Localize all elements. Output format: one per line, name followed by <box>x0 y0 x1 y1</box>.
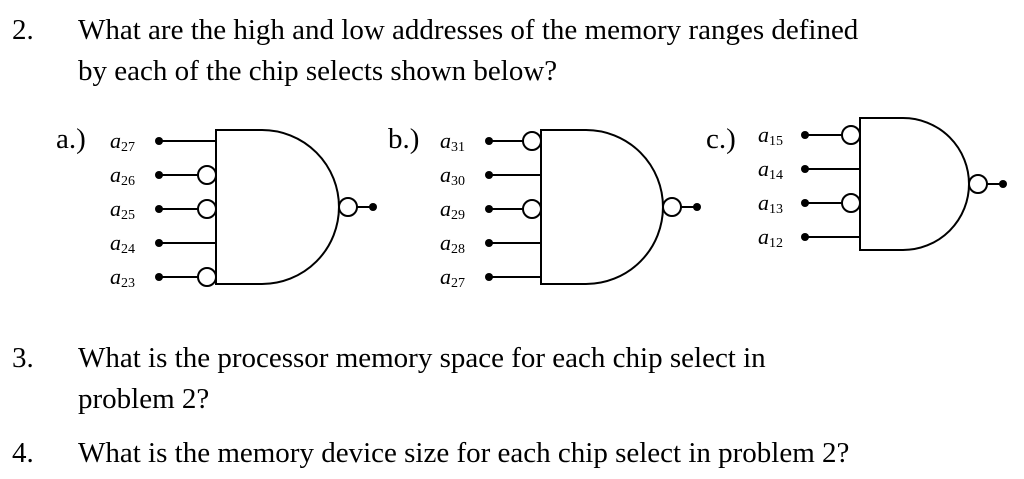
gate-b: b.) a31 a30 a29 a28 a27 <box>388 123 701 291</box>
question-line: What are the high and low addresses of t… <box>78 14 859 46</box>
input-label: a23 <box>110 264 135 291</box>
gate-a: a.) a27 a26 a25 a24 a23 <box>56 123 377 291</box>
question-line: problem 2? <box>78 383 210 415</box>
output-terminal-dot <box>999 180 1007 188</box>
input-label-subscript: 30 <box>451 174 465 189</box>
input-label: a28 <box>440 230 465 257</box>
input-label: a15 <box>758 122 783 149</box>
input-label-subscript: 14 <box>769 168 783 183</box>
input-label: a26 <box>110 162 135 189</box>
input-label-subscript: 12 <box>769 236 783 251</box>
output-terminal-dot <box>693 203 701 211</box>
input-label: a31 <box>440 128 465 155</box>
nand-gate-body <box>540 129 664 285</box>
input-label: a29 <box>440 196 465 223</box>
question-number: 4. <box>12 437 34 469</box>
input-label-subscript: 31 <box>451 140 465 155</box>
gate-c: c.) a15 a14 a13 a12 <box>706 117 1007 251</box>
input-label-subscript: 25 <box>121 208 135 223</box>
input-label: a13 <box>758 190 783 217</box>
input-label: a14 <box>758 156 783 183</box>
part-label: b.) <box>388 123 419 155</box>
input-label: a12 <box>758 224 783 251</box>
question-text: What is the processor memory space for e… <box>78 338 766 420</box>
input-inversion-bubble <box>197 165 217 185</box>
output-inversion-bubble <box>968 174 988 194</box>
output-inversion-bubble <box>338 197 358 217</box>
input-label-subscript: 29 <box>451 208 465 223</box>
question-text: What are the high and low addresses of t… <box>78 10 858 92</box>
input-label-subscript: 27 <box>121 140 135 155</box>
question-text: What is the memory device size for each … <box>78 433 849 474</box>
input-label: a27 <box>440 264 465 291</box>
nand-gate-body <box>859 117 970 251</box>
input-label-subscript: 27 <box>451 276 465 291</box>
input-label-subscript: 15 <box>769 134 783 149</box>
part-label: c.) <box>706 123 736 155</box>
nand-gate-body <box>215 129 340 285</box>
input-label-subscript: 23 <box>121 276 135 291</box>
input-label-subscript: 28 <box>451 242 465 257</box>
input-inversion-bubble <box>841 125 861 145</box>
input-inversion-bubble <box>197 267 217 287</box>
input-label: a24 <box>110 230 135 257</box>
part-label: a.) <box>56 123 86 155</box>
question-line: What is the memory device size for each … <box>78 437 850 469</box>
question-line: What is the processor memory space for e… <box>78 342 766 374</box>
input-label-subscript: 13 <box>769 202 783 217</box>
input-inversion-bubble <box>522 131 542 151</box>
input-inversion-bubble <box>197 199 217 219</box>
input-inversion-bubble <box>841 193 861 213</box>
input-label: a25 <box>110 196 135 223</box>
question-number: 3. <box>12 342 34 374</box>
input-label-subscript: 26 <box>121 174 135 189</box>
input-inversion-bubble <box>522 199 542 219</box>
output-inversion-bubble <box>662 197 682 217</box>
question-line: by each of the chip selects shown below? <box>78 55 558 87</box>
input-label: a30 <box>440 162 465 189</box>
question-number: 2. <box>12 14 34 46</box>
input-label: a27 <box>110 128 135 155</box>
input-label-subscript: 24 <box>121 242 135 257</box>
output-terminal-dot <box>369 203 377 211</box>
